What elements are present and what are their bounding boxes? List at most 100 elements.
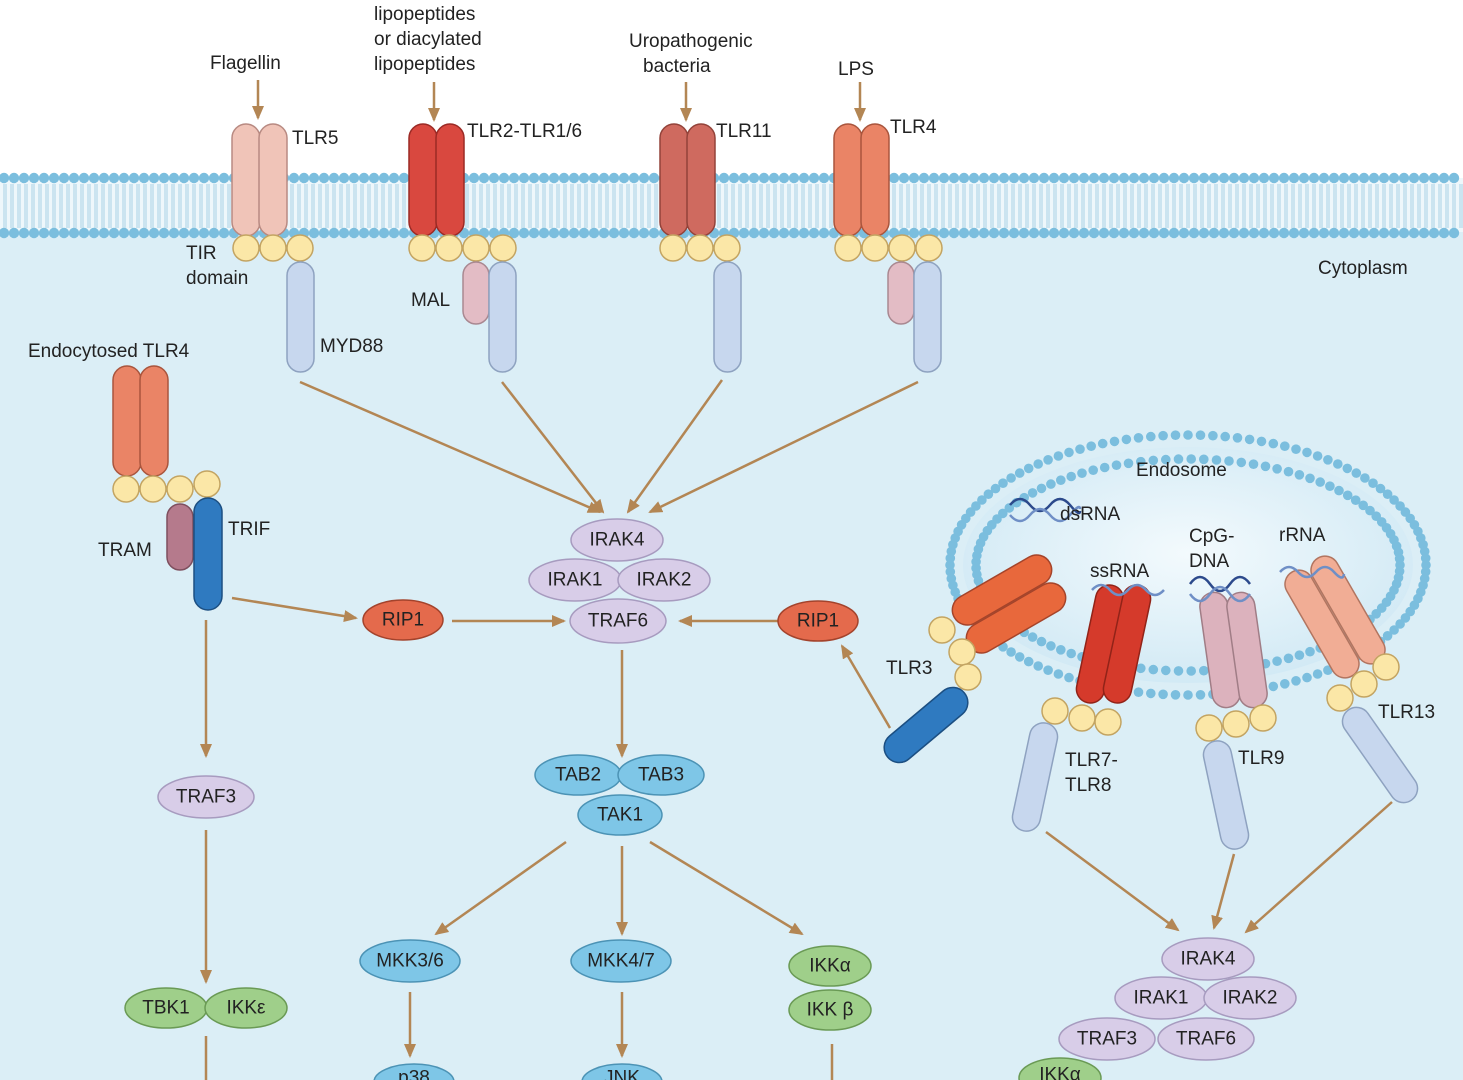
svg-text:IRAK2: IRAK2 bbox=[1223, 988, 1278, 1009]
label-tir-line1: TIR bbox=[186, 243, 217, 264]
svg-text:IRAK4: IRAK4 bbox=[590, 530, 645, 551]
endocytosed-tlr4 bbox=[112, 365, 223, 611]
svg-text:TAB3: TAB3 bbox=[638, 765, 684, 786]
arrow-trif-rip1 bbox=[231, 596, 358, 623]
label-tlr4: TLR4 bbox=[890, 117, 937, 138]
label-tram: TRAM bbox=[98, 540, 152, 561]
ligand-uropathogenic-line2: bacteria bbox=[643, 56, 711, 77]
node-rip1-right: RIP1 bbox=[777, 600, 859, 642]
label-cpg-line1: CpG- bbox=[1189, 526, 1234, 547]
node-jnk: JNK bbox=[581, 1063, 663, 1080]
node-irak4: IRAK4 bbox=[570, 518, 664, 562]
svg-text:RIP1: RIP1 bbox=[797, 611, 839, 632]
node-mkk36: MKK3/6 bbox=[359, 939, 461, 983]
svg-text:IRAK2: IRAK2 bbox=[637, 570, 692, 591]
node-p38: p38 bbox=[373, 1063, 455, 1080]
svg-text:TRAF3: TRAF3 bbox=[176, 787, 236, 808]
node-traf6-right: TRAF6 bbox=[1157, 1017, 1255, 1061]
tlr4-receptor bbox=[833, 123, 943, 373]
svg-text:IRAK1: IRAK1 bbox=[548, 570, 603, 591]
arrow-tlr13-irak bbox=[1244, 801, 1393, 934]
rrna-strand-icon bbox=[1279, 565, 1346, 579]
node-ikka: IKKα bbox=[788, 945, 872, 987]
node-tab2: TAB2 bbox=[534, 754, 622, 796]
label-myd88: MYD88 bbox=[320, 336, 383, 357]
svg-text:MKK3/6: MKK3/6 bbox=[376, 951, 444, 972]
node-ikkb: IKK β bbox=[788, 989, 872, 1031]
node-irak1-right: IRAK1 bbox=[1114, 976, 1208, 1020]
svg-text:p38: p38 bbox=[398, 1068, 430, 1080]
svg-text:IKKα: IKKα bbox=[809, 956, 851, 977]
svg-text:TAK1: TAK1 bbox=[597, 805, 643, 826]
label-cytoplasm: Cytoplasm bbox=[1318, 258, 1408, 279]
node-traf3-right: TRAF3 bbox=[1058, 1017, 1156, 1061]
node-irak2-right: IRAK2 bbox=[1203, 976, 1297, 1020]
arrow-tak1-mkk36 bbox=[434, 840, 567, 936]
label-tlr11: TLR11 bbox=[716, 121, 772, 142]
svg-text:RIP1: RIP1 bbox=[382, 610, 424, 631]
svg-text:IKKε: IKKε bbox=[226, 998, 266, 1019]
ligand-lps: LPS bbox=[838, 59, 874, 80]
label-tlr5: TLR5 bbox=[292, 128, 338, 149]
node-mkk47: MKK4/7 bbox=[570, 939, 672, 983]
svg-text:IRAK4: IRAK4 bbox=[1181, 949, 1236, 970]
label-trif: TRIF bbox=[228, 519, 270, 540]
arrow-mal-irak bbox=[501, 381, 605, 514]
arrows bbox=[200, 80, 1393, 1080]
arrow-tlr9-irak bbox=[1211, 853, 1236, 930]
tlr9-receptor bbox=[1195, 591, 1277, 850]
arrow-tlr4-irak bbox=[648, 380, 919, 514]
label-mal: MAL bbox=[411, 290, 450, 311]
tlr5-receptor bbox=[231, 123, 315, 373]
svg-text:JNK: JNK bbox=[604, 1068, 640, 1080]
node-irak1: IRAK1 bbox=[528, 558, 622, 602]
plasma-membrane bbox=[0, 172, 1463, 239]
label-tlr9: TLR9 bbox=[1238, 748, 1284, 769]
nucleic-acid-ligands bbox=[1009, 497, 1346, 603]
ligand-lipopeptides-line3: lipopeptides bbox=[374, 54, 475, 75]
svg-text:IRAK1: IRAK1 bbox=[1134, 988, 1189, 1009]
tlr3-receptor bbox=[883, 554, 1067, 764]
label-tlr78-line1: TLR7- bbox=[1065, 750, 1118, 771]
node-ikka-right: IKKα bbox=[1018, 1057, 1102, 1080]
svg-text:TBK1: TBK1 bbox=[142, 998, 190, 1019]
tlr11-receptor bbox=[659, 123, 742, 373]
arrow-tak1-ikk bbox=[649, 840, 804, 936]
node-tak1: TAK1 bbox=[577, 794, 663, 836]
label-tlr2: TLR2-TLR1/6 bbox=[467, 121, 582, 142]
label-cpg-line2: DNA bbox=[1189, 551, 1229, 572]
node-irak4-right: IRAK4 bbox=[1161, 937, 1255, 981]
ligand-lipopeptides-line1: lipopeptides bbox=[374, 4, 475, 25]
svg-text:TRAF3: TRAF3 bbox=[1077, 1029, 1137, 1050]
label-tir-line2: domain bbox=[186, 268, 248, 289]
label-rrna: rRNA bbox=[1279, 525, 1326, 546]
tlr13-receptor bbox=[1284, 555, 1419, 804]
arrow-tlr78-irak bbox=[1045, 830, 1180, 932]
ligand-flagellin: Flagellin bbox=[210, 53, 281, 74]
svg-text:IKKα: IKKα bbox=[1039, 1065, 1081, 1080]
svg-text:TRAF6: TRAF6 bbox=[588, 611, 648, 632]
node-traf6: TRAF6 bbox=[569, 598, 667, 644]
ligand-lipopeptides-line2: or diacylated bbox=[374, 29, 482, 50]
label-tlr3: TLR3 bbox=[886, 658, 932, 679]
tlr2-tlr1-6-receptor bbox=[408, 123, 517, 373]
node-irak2: IRAK2 bbox=[617, 558, 711, 602]
arrow-tlr11-irak bbox=[626, 379, 724, 514]
label-endocytosed-tlr4: Endocytosed TLR4 bbox=[28, 341, 190, 362]
node-tbk1: TBK1 bbox=[124, 987, 208, 1029]
label-endosome: Endosome bbox=[1136, 460, 1227, 481]
endosome-lumen bbox=[963, 447, 1413, 683]
ssrna-strand-icon bbox=[1091, 583, 1165, 597]
svg-text:IKK β: IKK β bbox=[807, 1000, 854, 1021]
label-tlr13: TLR13 bbox=[1378, 702, 1435, 723]
node-traf3: TRAF3 bbox=[157, 775, 255, 819]
ligand-uropathogenic-line1: Uropathogenic bbox=[629, 31, 753, 52]
label-tlr78-line2: TLR8 bbox=[1065, 775, 1111, 796]
label-ssrna: ssRNA bbox=[1090, 561, 1149, 582]
labels: Flagellin lipopeptides or diacylated lip… bbox=[28, 4, 1435, 796]
node-ikke: IKKε bbox=[204, 987, 288, 1029]
nodes: IRAK4 IRAK1 IRAK2 TRAF6 RIP1 RIP1 TRAF3 … bbox=[124, 518, 1297, 1080]
node-tab3: TAB3 bbox=[617, 754, 705, 796]
